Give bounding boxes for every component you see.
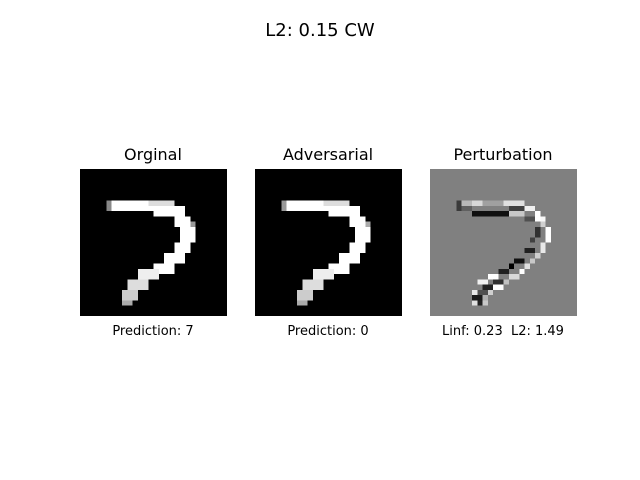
prediction-adversarial: Prediction: 0 xyxy=(287,324,369,339)
panel-title-perturbation: Perturbation xyxy=(453,145,553,164)
adversarial-digit-image xyxy=(255,169,402,316)
figure-title: L2: 0.15 CW xyxy=(265,20,375,41)
prediction-original: Prediction: 7 xyxy=(112,324,194,339)
original-digit-image xyxy=(80,169,227,316)
perturbation-stats: Linf: 0.23 L2: 1.49 xyxy=(442,324,564,339)
perturbation-image xyxy=(430,169,577,316)
panel-title-original: Orginal xyxy=(124,145,182,164)
panel-title-adversarial: Adversarial xyxy=(282,145,374,164)
